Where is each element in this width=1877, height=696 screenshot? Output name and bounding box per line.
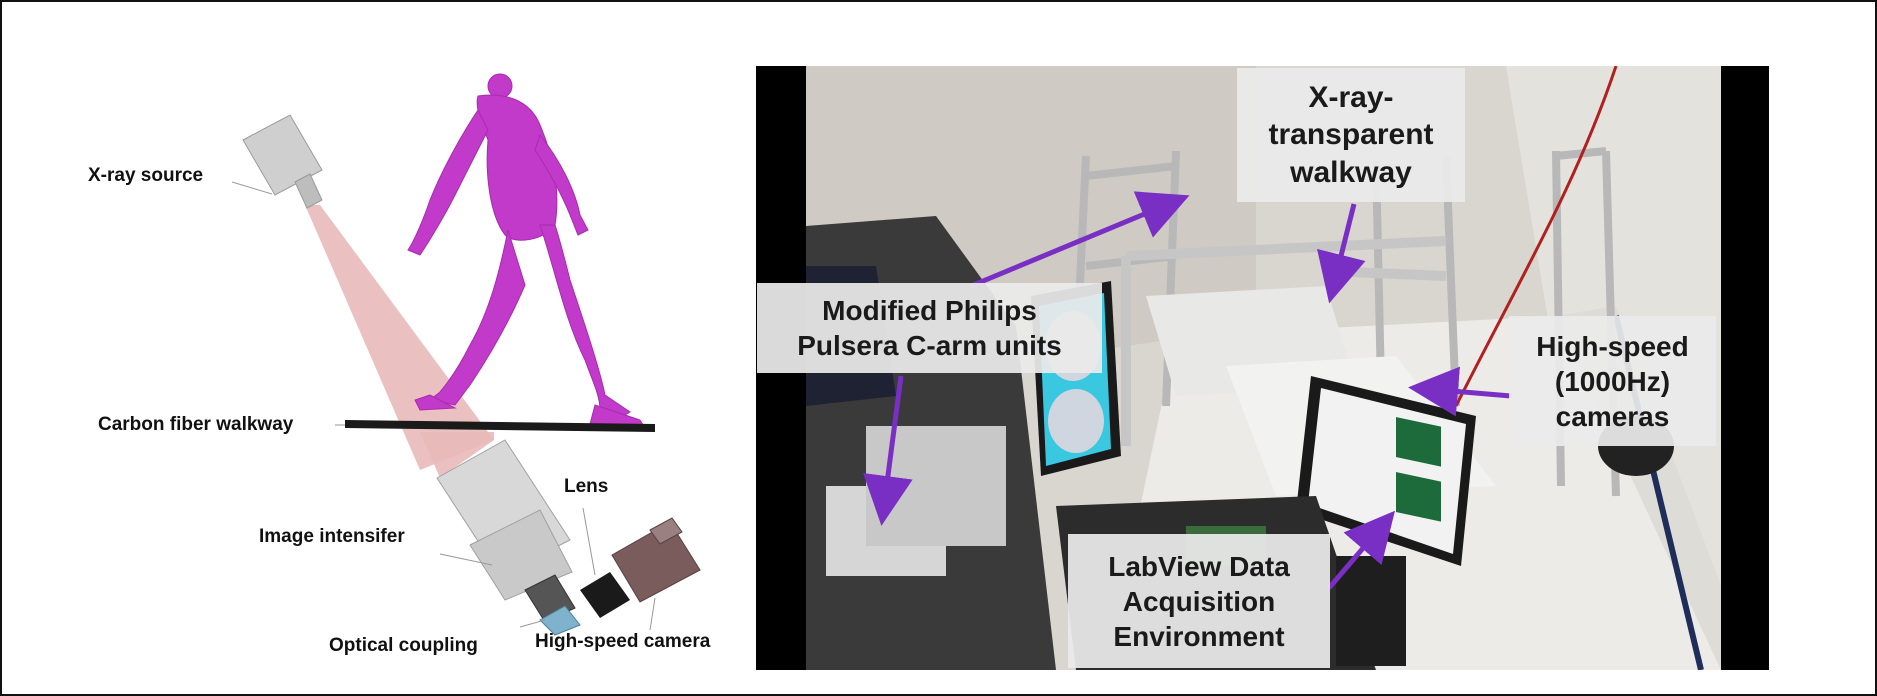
callout-labview-line-3: Environment	[1113, 620, 1285, 652]
optical-coupling-unit	[524, 574, 581, 636]
label-high-speed-camera: High-speed camera	[535, 631, 711, 652]
callout-walkway-line-1: X-ray-	[1308, 80, 1394, 114]
arrow-labview	[1327, 510, 1395, 590]
callout-labview-line-1: LabView Data	[1108, 550, 1290, 582]
callout-walkway-line-2: transparent	[1268, 118, 1434, 152]
arrow-carm-lower	[863, 375, 913, 526]
label-image-intensifier: Image intensifer	[259, 526, 405, 547]
high-speed-camera-unit	[611, 517, 701, 603]
arrow-cameras	[1408, 366, 1512, 417]
callout-carm-line-2: Pulsera C-arm units	[797, 330, 1062, 361]
callout-cameras: High-speed (1000Hz) cameras	[1509, 316, 1716, 446]
lens-unit	[580, 572, 630, 618]
callout-cameras-line-3: cameras	[1555, 400, 1670, 432]
callout-cameras-line-1: High-speed	[1536, 330, 1689, 362]
xray-beam-lower	[420, 432, 494, 478]
callout-walkway-line-3: walkway	[1290, 155, 1412, 189]
optical-coupling-leader	[519, 619, 546, 628]
label-carbon-walkway: Carbon fiber walkway	[98, 414, 294, 435]
high-speed-camera-leader	[649, 597, 656, 631]
carbon-walkway-bar	[345, 420, 655, 432]
arrow-carm-upper	[970, 191, 1190, 289]
callout-carm: Modified Philips Pulsera C-arm units	[757, 283, 1102, 373]
lab-photo: X-ray- transparent walkway Modified Phil…	[756, 66, 1769, 670]
label-optical-coupling: Optical coupling	[329, 635, 478, 656]
schematic-diagram	[231, 73, 701, 636]
walking-figure	[407, 73, 646, 429]
image-intensifier-unit	[436, 439, 573, 601]
callout-arrows	[863, 191, 1512, 590]
callout-cameras-line-2: (1000Hz)	[1554, 365, 1671, 397]
callout-labview-line-2: Acquisition	[1122, 585, 1276, 617]
arrow-walkway	[1317, 203, 1366, 304]
image-intensifier-leader	[439, 553, 493, 566]
callout-labview: LabView Data Acquisition Environment	[1068, 534, 1330, 668]
label-lens: Lens	[564, 476, 609, 497]
xray-source-unit	[242, 114, 323, 209]
xray-source-leader	[231, 181, 273, 195]
callout-carm-line-1: Modified Philips	[822, 295, 1037, 326]
label-xray-source: X-ray source	[88, 165, 204, 186]
lens-leader	[582, 507, 596, 576]
xray-beam	[305, 205, 494, 470]
callout-walkway: X-ray- transparent walkway	[1237, 68, 1465, 202]
